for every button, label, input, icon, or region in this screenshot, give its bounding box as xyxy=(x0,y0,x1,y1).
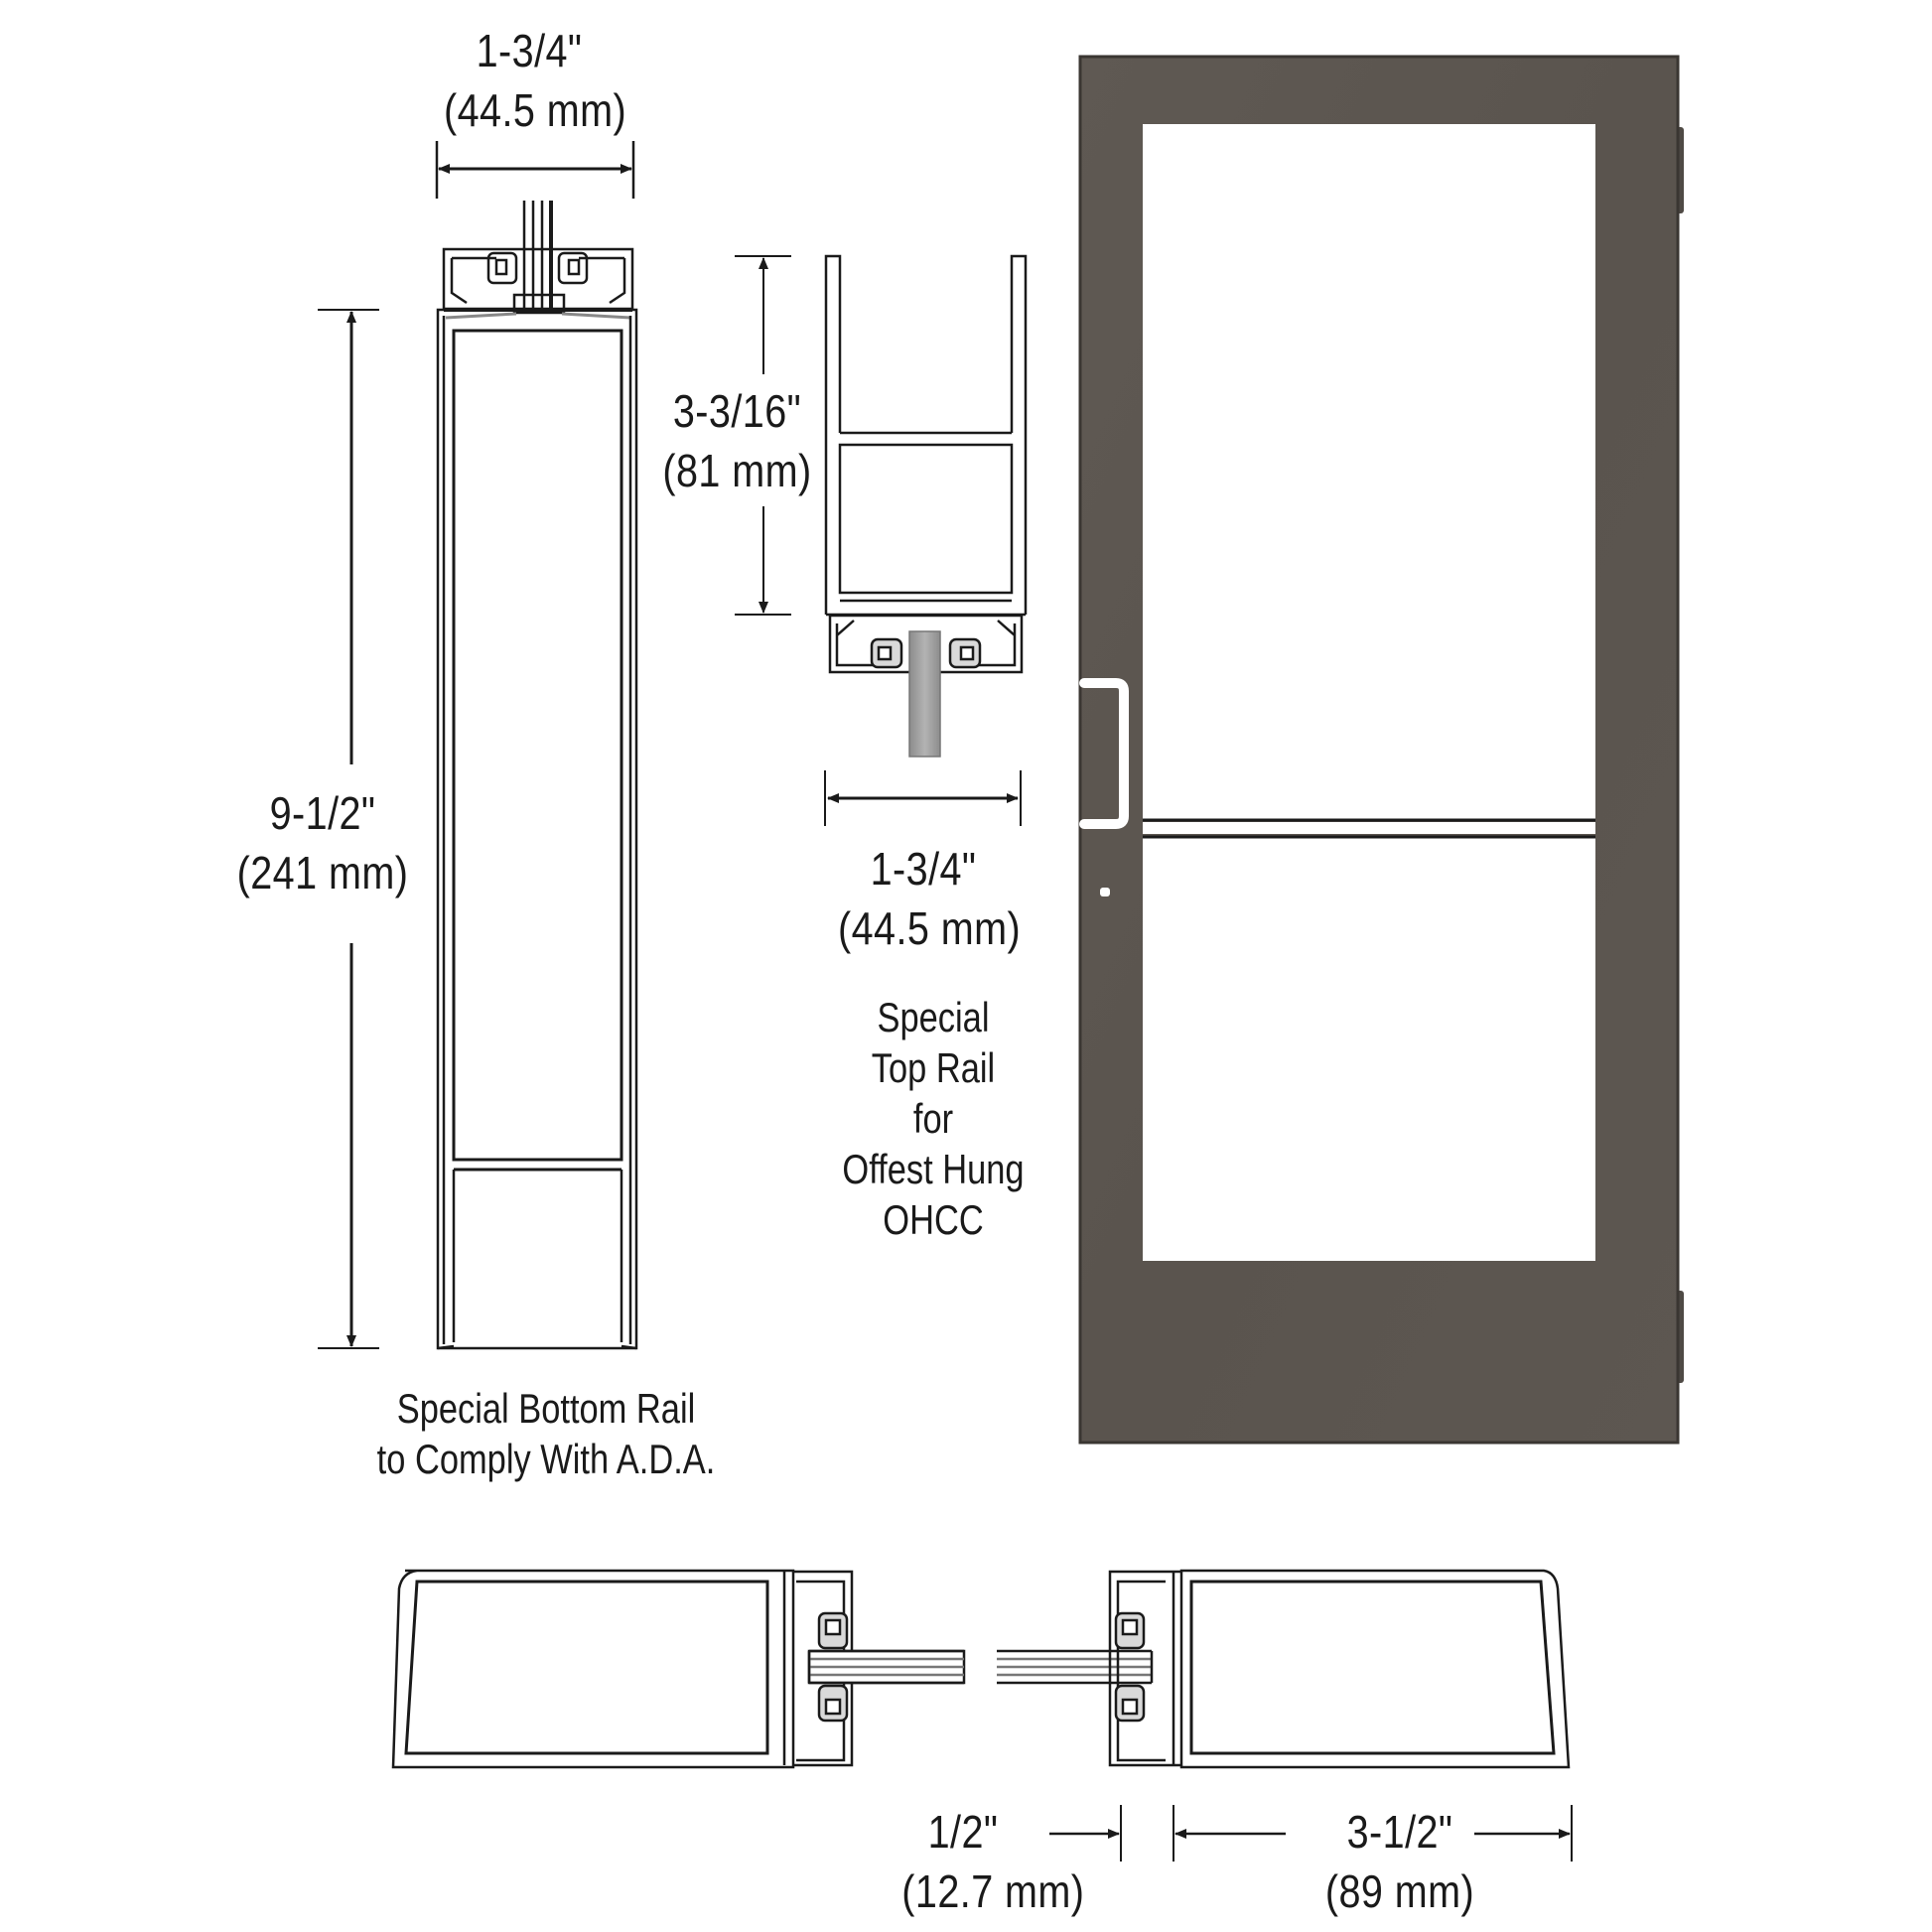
caption-bottom-rail: Special Bottom Rail to Comply With A.D.A… xyxy=(328,1388,764,1489)
caption-line: to Comply With A.D.A. xyxy=(376,1436,716,1482)
dimension-bottom-rail-height xyxy=(318,309,379,1349)
imperial-value: 3-3/16" xyxy=(672,385,802,437)
metric-value: (44.5 mm) xyxy=(838,902,1022,954)
caption-line: Special xyxy=(877,994,990,1040)
dimension-glazing-bead xyxy=(1049,1805,1122,1862)
plan-section-left-stile xyxy=(391,1569,966,1769)
label-top-rail-width: 1-3/4" (44.5 mm) xyxy=(824,846,1023,951)
plan-section-right-stile xyxy=(997,1569,1571,1769)
door-elevation xyxy=(1078,55,1684,1445)
metric-value: (44.5 mm) xyxy=(444,84,627,136)
caption-line: OHCC xyxy=(883,1196,984,1243)
caption-line: Top Rail xyxy=(871,1044,996,1091)
label-top-rail-height: 3-3/16" (81 mm) xyxy=(645,388,829,493)
imperial-value: 9-1/2" xyxy=(269,787,376,839)
bottom-rail-profile xyxy=(436,201,638,1350)
upper-glass-lite xyxy=(1143,124,1595,819)
dimension-stile-width xyxy=(1173,1805,1573,1862)
metric-value: (12.7 mm) xyxy=(901,1865,1085,1917)
lock-cylinder xyxy=(1100,888,1110,897)
dimension-top-left-width xyxy=(435,141,635,199)
lower-glass-lite xyxy=(1143,837,1595,1261)
label-glazing-bead: 1/2" (12.7 mm) xyxy=(889,1809,1085,1917)
metric-value: (89 mm) xyxy=(1324,1865,1475,1917)
caption-line: for xyxy=(912,1095,954,1142)
caption-line: Offest Hung xyxy=(842,1146,1025,1192)
metric-value: (81 mm) xyxy=(662,445,812,496)
imperial-value: 1-3/4" xyxy=(476,25,583,76)
caption-top-rail: Special Top Rail for Offest Hung OHCC xyxy=(814,997,1052,1250)
imperial-value: 3-1/2" xyxy=(1346,1806,1453,1858)
imperial-value: 1-3/4" xyxy=(870,843,977,895)
imperial-value: 1/2" xyxy=(927,1806,999,1858)
caption-line: Special Bottom Rail xyxy=(396,1385,696,1432)
dimension-top-rail-width xyxy=(824,770,1022,826)
pull-handle xyxy=(1079,678,1129,829)
metric-value: (241 mm) xyxy=(236,847,409,898)
dimension-top-rail-height xyxy=(735,255,791,616)
label-top-left-width: 1-3/4" (44.5 mm) xyxy=(430,28,628,133)
top-rail-profile xyxy=(824,254,1028,758)
label-stile-width: 3-1/2" (89 mm) xyxy=(1311,1809,1489,1914)
label-bottom-rail-height: 9-1/2" (241 mm) xyxy=(218,790,427,896)
